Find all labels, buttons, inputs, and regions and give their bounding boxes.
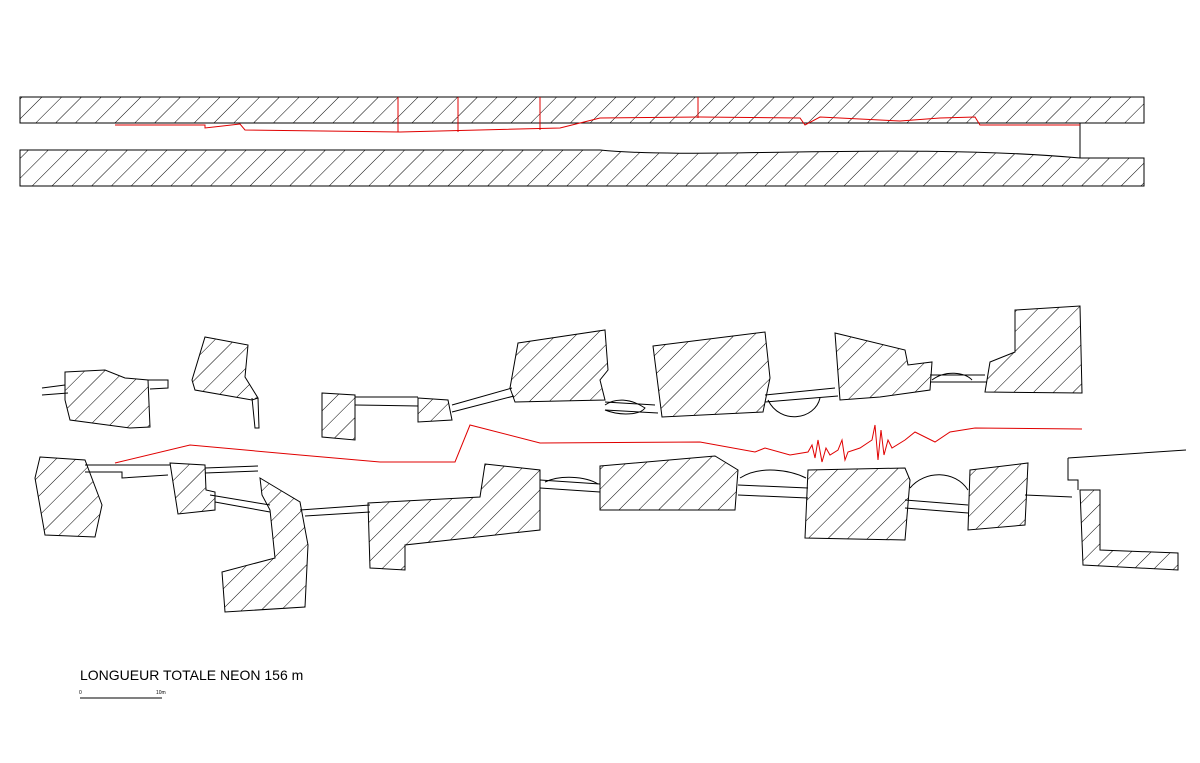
neon-line-plan xyxy=(114,424,1083,464)
total-neon-length-label: LONGUEUR TOTALE NEON 156 m xyxy=(80,667,304,683)
vegetation-outlines xyxy=(544,469,969,491)
lower-wall-band xyxy=(19,149,1145,187)
wall-lines xyxy=(604,374,987,414)
building xyxy=(34,456,103,538)
building xyxy=(834,332,933,401)
building xyxy=(169,462,216,515)
building xyxy=(599,455,739,511)
vegetation-outlines xyxy=(604,372,973,418)
building xyxy=(984,305,1083,394)
building xyxy=(804,467,911,541)
wall-lines xyxy=(251,397,260,429)
building xyxy=(1079,489,1179,571)
building xyxy=(221,477,309,613)
wall-lines xyxy=(1067,449,1187,490)
plan-view xyxy=(34,305,1187,613)
scale-start-label: 0 xyxy=(79,690,82,696)
wall-lines xyxy=(41,379,169,396)
building xyxy=(967,462,1029,531)
building xyxy=(191,336,259,401)
wall-lines xyxy=(354,387,515,413)
neon-verticals xyxy=(397,97,699,132)
wall-lines xyxy=(539,479,1073,514)
building xyxy=(367,463,541,571)
scale-end-label: 10m xyxy=(156,690,166,696)
neon-line-section xyxy=(115,116,1080,133)
wall-lines xyxy=(85,464,371,517)
building xyxy=(321,392,356,441)
building xyxy=(417,397,453,423)
building xyxy=(64,369,151,429)
section-view xyxy=(19,96,1145,187)
upper-wall-band xyxy=(19,96,1145,124)
building xyxy=(509,329,609,403)
building xyxy=(652,331,771,418)
